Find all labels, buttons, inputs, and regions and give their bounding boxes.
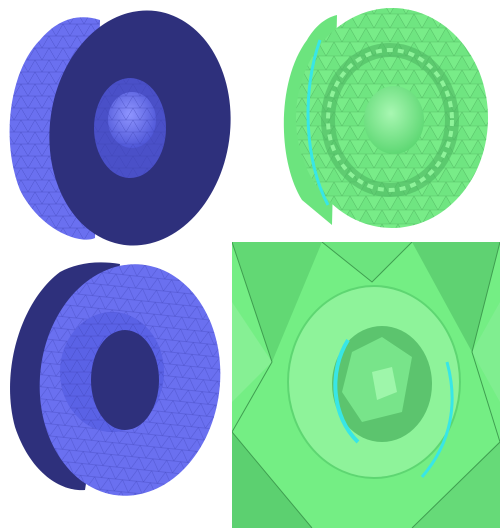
green-closeup-panel: [232, 242, 500, 528]
blue-disc-front-render: [9, 10, 231, 246]
blue-disc-front-panel: [0, 0, 240, 250]
spherical-inclusion: [364, 86, 424, 154]
green-closeup-render: [232, 242, 500, 528]
crack-line: [333, 338, 360, 444]
green-disc-fractured-render: [283, 8, 488, 228]
green-disc-fractured-panel: [262, 0, 500, 238]
cavity-shadow: [91, 330, 159, 430]
crack-line: [306, 39, 330, 206]
blue-disc-rear-render: [10, 262, 221, 496]
blue-disc-rear-panel: [0, 252, 232, 500]
